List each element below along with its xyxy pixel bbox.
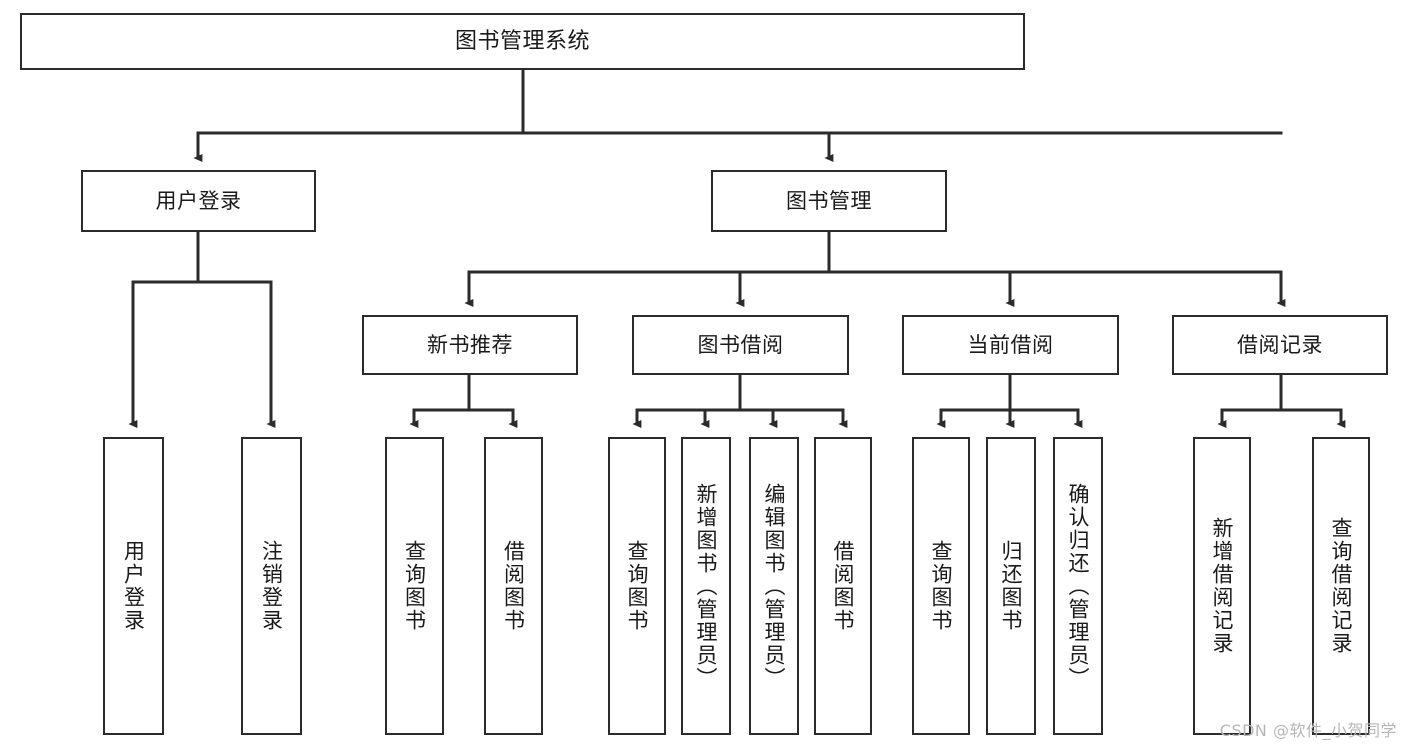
node-label: 查询图书 [625,540,650,632]
leaf-edit-book-admin[interactable]: 编辑图书（管理员） [749,437,799,735]
node-new-book-recommend[interactable]: 新书推荐 [362,315,578,375]
node-label: 查询借阅记录 [1329,517,1354,655]
node-root-system[interactable]: 图书管理系统 [20,13,1025,70]
node-label: 编辑图书（管理员） [762,482,787,690]
leaf-borrow-book-newbook[interactable]: 借阅图书 [484,437,543,735]
node-book-management[interactable]: 图书管理 [711,170,947,232]
node-label: 图书借阅 [697,332,784,357]
node-label: 确认归还（管理员） [1066,482,1091,690]
node-label: 图书管理 [786,188,872,213]
leaf-confirm-return-admin[interactable]: 确认归还（管理员） [1053,437,1103,735]
leaf-add-borrow-record[interactable]: 新增借阅记录 [1193,437,1251,735]
node-current-borrow[interactable]: 当前借阅 [902,315,1119,375]
node-label: 查询图书 [402,540,427,632]
leaf-borrow-book[interactable]: 借阅图书 [814,437,872,735]
leaf-user-login[interactable]: 用户登录 [103,437,164,735]
leaf-add-book-admin[interactable]: 新增图书（管理员） [681,437,731,735]
node-label: 用户登录 [121,540,146,632]
csdn-watermark: CSDN @软件_小贺同学 [1219,721,1397,740]
leaf-query-borrow-record[interactable]: 查询借阅记录 [1312,437,1370,735]
node-label: 用户登录 [155,188,242,213]
node-label: 新增借阅记录 [1210,517,1235,655]
leaf-user-logout[interactable]: 注销登录 [241,437,302,735]
node-label: 借阅图书 [831,540,856,632]
leaf-return-book[interactable]: 归还图书 [986,437,1036,735]
node-user-login[interactable]: 用户登录 [81,170,316,232]
node-label: 图书管理系统 [454,28,590,54]
node-book-borrow[interactable]: 图书借阅 [632,315,849,375]
node-label: 借阅记录 [1237,332,1323,357]
node-label: 新书推荐 [427,332,513,357]
node-label: 当前借阅 [967,332,1054,357]
node-label: 借阅图书 [501,540,526,632]
leaf-query-book-borrow[interactable]: 查询图书 [608,437,666,735]
leaf-query-book-newbook[interactable]: 查询图书 [385,437,444,735]
leaf-query-book-current[interactable]: 查询图书 [912,437,970,735]
node-label: 新增图书（管理员） [694,482,719,690]
node-label: 查询图书 [929,540,954,632]
node-label: 归还图书 [999,540,1024,632]
node-label: 注销登录 [259,540,284,632]
node-borrow-record[interactable]: 借阅记录 [1172,315,1388,375]
